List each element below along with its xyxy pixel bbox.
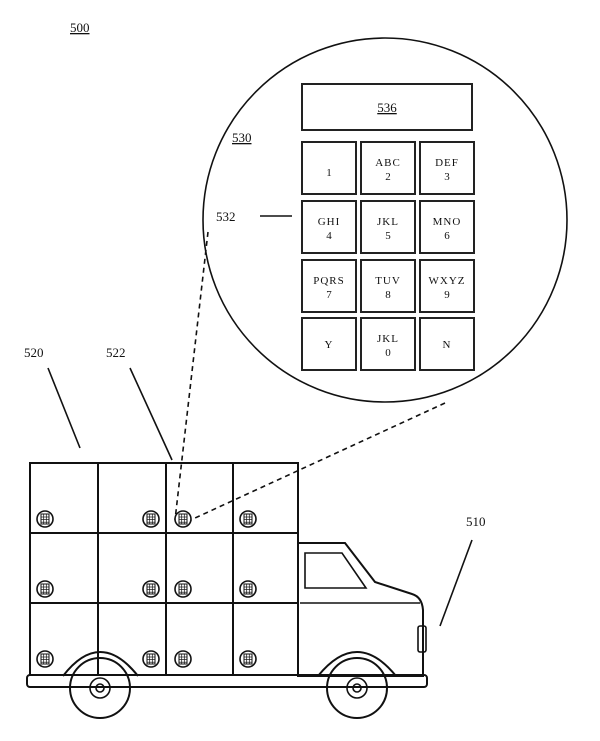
key-letters: MNO	[433, 216, 462, 228]
key-digit: 6	[444, 230, 450, 242]
key-frame	[360, 259, 416, 313]
truck-label: 510	[466, 514, 486, 529]
key-letters: N	[443, 339, 452, 351]
keypad-icon[interactable]	[239, 510, 257, 528]
key-letters: Y	[325, 339, 334, 351]
keypad-zoom-label: 530	[232, 130, 252, 145]
key-letters: ABC	[375, 157, 401, 169]
key-letters: JKL	[377, 216, 399, 228]
key-0[interactable]: 1	[301, 141, 357, 195]
key-9[interactable]: Y	[301, 317, 357, 371]
keypad-icon[interactable]	[36, 580, 54, 598]
chassis	[26, 674, 428, 688]
key-frame	[419, 141, 475, 195]
keypad-icon[interactable]	[174, 510, 192, 528]
key-frame	[360, 141, 416, 195]
key-digit: 9	[444, 289, 450, 301]
keypad-icon[interactable]	[142, 580, 160, 598]
locker-keypads	[36, 510, 257, 668]
key-digit: 1	[326, 167, 332, 179]
keypad-label: 532	[216, 209, 236, 224]
truck-label-leader	[439, 539, 473, 627]
key-frame	[419, 200, 475, 254]
key-10[interactable]: JKL 0	[360, 317, 416, 371]
key-frame	[301, 317, 357, 371]
keypad-icon[interactable]	[174, 580, 192, 598]
figure-label: 500	[70, 20, 90, 35]
truck-cab	[297, 542, 427, 677]
rear-wheel-icon	[69, 657, 131, 719]
key-digit: 4	[326, 230, 332, 242]
key-digit: 0	[385, 347, 391, 359]
keypad-icon[interactable]	[36, 510, 54, 528]
key-frame	[301, 259, 357, 313]
key-digit: 2	[385, 171, 391, 183]
key-letters: PQRS	[313, 275, 345, 287]
locker-label-leader	[129, 367, 173, 461]
zoom-circle	[202, 37, 568, 403]
rear-wheel-arch	[62, 651, 139, 677]
zoom-leader-right	[181, 402, 446, 525]
storage-label-leader	[47, 367, 81, 449]
keypad-icon[interactable]	[142, 650, 160, 668]
key-2[interactable]: DEF 3	[419, 141, 475, 195]
key-digit: 8	[385, 289, 391, 301]
key-frame	[360, 200, 416, 254]
keypad-icon[interactable]	[174, 650, 192, 668]
key-frame	[360, 317, 416, 371]
front-wheel-icon	[326, 657, 388, 719]
key-7[interactable]: TUV 8	[360, 259, 416, 313]
key-11[interactable]: N	[419, 317, 475, 371]
keypad-icon[interactable]	[239, 580, 257, 598]
key-8[interactable]: WXYZ 9	[419, 259, 475, 313]
storage-label: 520	[24, 345, 44, 360]
key-5[interactable]: MNO 6	[419, 200, 475, 254]
key-4[interactable]: JKL 5	[360, 200, 416, 254]
storage-compartments	[29, 462, 299, 676]
key-frame	[419, 317, 475, 371]
key-letters: GHI	[318, 216, 341, 228]
key-frame	[301, 200, 357, 254]
key-digit: 3	[444, 171, 450, 183]
key-digit: 7	[326, 289, 332, 301]
keypad-icon[interactable]	[142, 510, 160, 528]
keypad-icon[interactable]	[36, 650, 54, 668]
zoom-leader-left	[174, 231, 209, 521]
key-letters: JKL	[377, 333, 399, 345]
keypad-display: 536	[301, 83, 473, 131]
key-1[interactable]: ABC 2	[360, 141, 416, 195]
locker-label: 522	[106, 345, 126, 360]
front-wheel-arch	[317, 651, 397, 677]
key-frame	[419, 259, 475, 313]
key-digit: 5	[385, 230, 391, 242]
key-letters: DEF	[435, 157, 459, 169]
keypad-icon[interactable]	[239, 650, 257, 668]
key-3[interactable]: GHI 4	[301, 200, 357, 254]
key-frame	[301, 141, 357, 195]
display-label: 536	[377, 100, 397, 115]
key-letters: WXYZ	[429, 275, 466, 287]
key-6[interactable]: PQRS 7	[301, 259, 357, 313]
key-letters: TUV	[375, 275, 401, 287]
